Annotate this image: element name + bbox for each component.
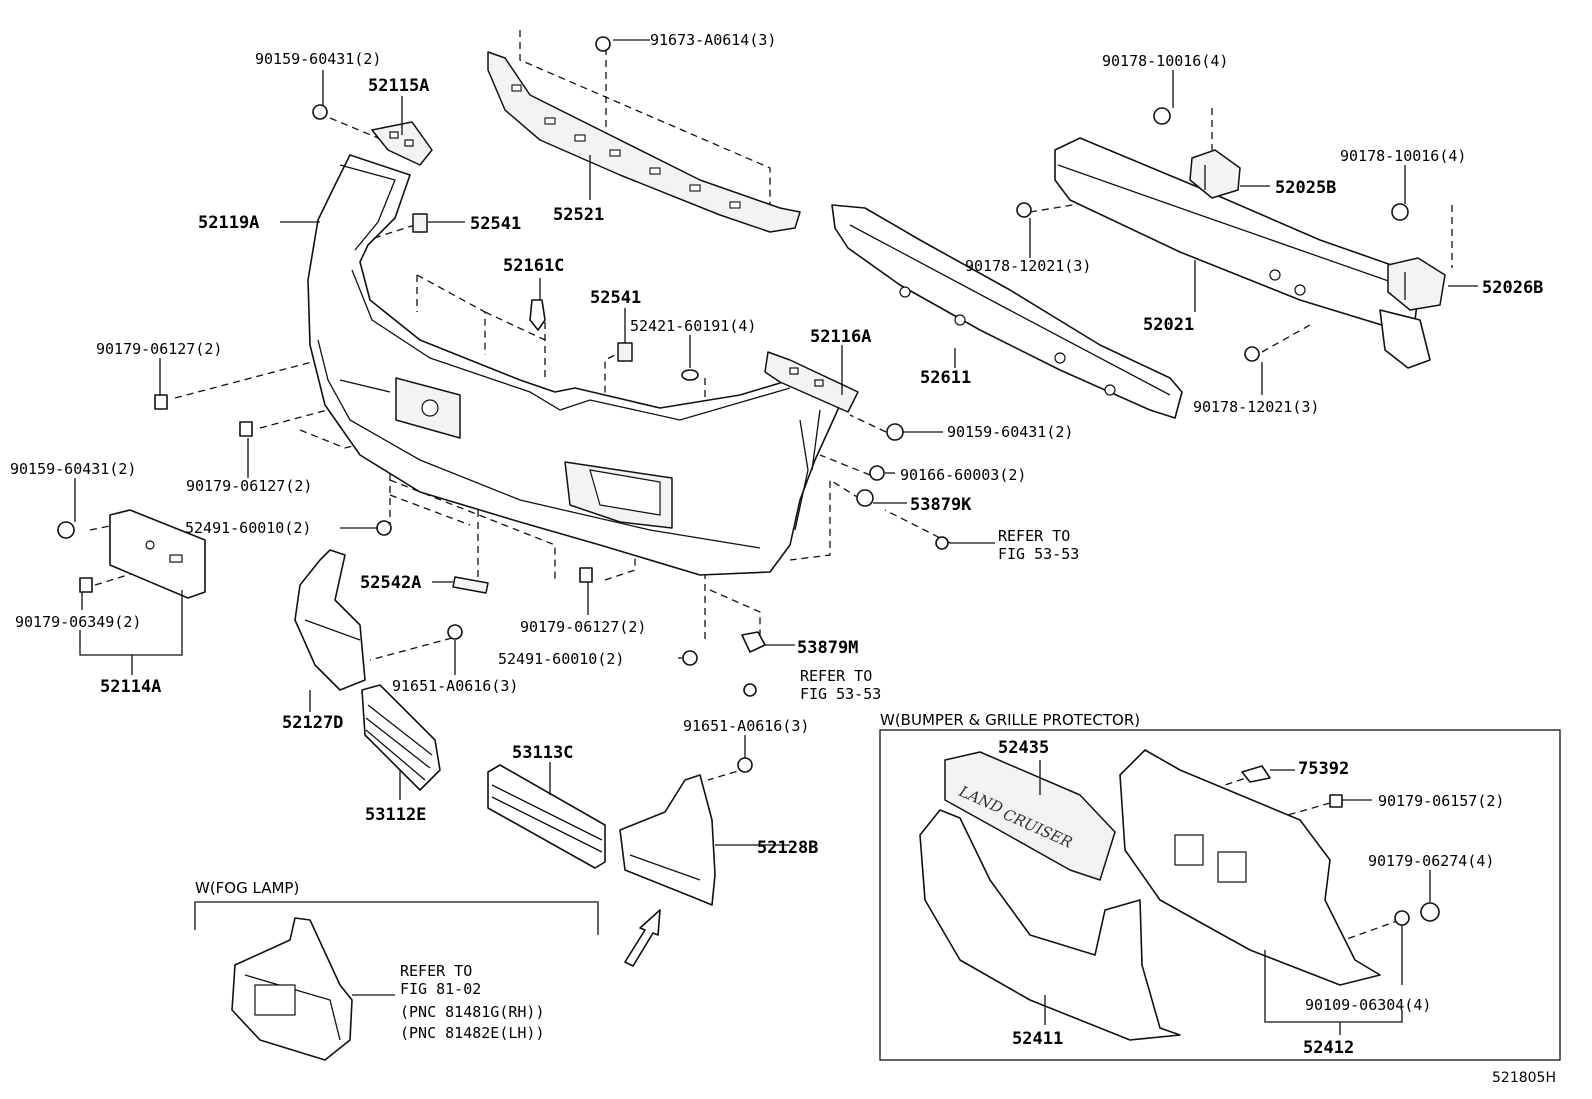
- section-protector: W(BUMPER & GRILLE PROTECTOR): [880, 711, 1140, 729]
- label-53879k: 53879K: [910, 495, 972, 515]
- direction-arrow: [624, 909, 661, 967]
- label-52542a: 52542A: [360, 573, 421, 593]
- label-90179-06127-c: 90179-06127(2): [520, 618, 646, 636]
- label-52491-60010-b: 52491-60010(2): [498, 650, 624, 668]
- label-52026b: 52026B: [1482, 278, 1543, 298]
- label-90159-60431-c: 90159-60431(2): [10, 460, 136, 478]
- fig-81-02: FIG 81-02: [400, 980, 481, 998]
- absorber-52611: [831, 204, 1183, 419]
- label-53879m: 53879M: [797, 638, 858, 658]
- bumper-cover-52119a: [307, 154, 841, 576]
- bracket-52025b: [1189, 149, 1241, 199]
- label-75392: 75392: [1298, 759, 1349, 779]
- label-52115a: 52115A: [368, 76, 429, 96]
- label-90179-06349: 90179-06349(2): [15, 613, 141, 631]
- grille-53112e: [361, 684, 441, 791]
- fig-53-53-2: FIG 53-53: [800, 685, 881, 703]
- label-90166-60003: 90166-60003(2): [900, 466, 1026, 484]
- label-52411: 52411: [1012, 1029, 1063, 1049]
- part-number-labels: 90159-60431(2) 52115A 91673-A0614(3) 901…: [10, 31, 1543, 1058]
- figure-code: 521805H: [1492, 1070, 1556, 1086]
- leader-lines: [74, 39, 1478, 1035]
- strip-52542a: [452, 576, 489, 594]
- protector-section: [879, 729, 1561, 1061]
- retainer-52521: [487, 51, 801, 233]
- label-90159-60431-b: 90159-60431(2): [947, 423, 1073, 441]
- label-52541-a: 52541: [470, 214, 521, 234]
- label-52541-b: 52541: [590, 288, 641, 308]
- reference-notes: REFER TO FIG 53-53 REFER TO FIG 53-53 RE…: [400, 527, 1079, 1042]
- grille-53113c: [487, 764, 606, 869]
- label-90178-10016-b: 90178-10016(4): [1340, 147, 1466, 165]
- label-90159-60431-a: 90159-60431(2): [255, 50, 381, 68]
- label-52127d: 52127D: [282, 713, 343, 733]
- label-52116a: 52116A: [810, 327, 871, 347]
- reinforcement-52021: [1054, 137, 1431, 369]
- license-bracket-52114a: [109, 509, 206, 599]
- label-90179-06157: 90179-06157(2): [1378, 792, 1504, 810]
- label-52161c: 52161C: [503, 256, 564, 276]
- bracket-52115a: [371, 121, 433, 166]
- fasteners: [57, 36, 1440, 926]
- refer-to-3: REFER TO: [400, 962, 472, 980]
- section-fog-lamp: W(FOG LAMP): [195, 879, 299, 897]
- label-52412: 52412: [1303, 1038, 1354, 1058]
- label-90178-10016-a: 90178-10016(4): [1102, 52, 1228, 70]
- label-52021: 52021: [1143, 315, 1194, 335]
- label-52521: 52521: [553, 205, 604, 225]
- label-90179-06127-b: 90179-06127(2): [186, 477, 312, 495]
- label-52435: 52435: [998, 738, 1049, 758]
- pad-52541-a: [412, 213, 428, 233]
- label-90179-06274: 90179-06274(4): [1368, 852, 1494, 870]
- bracket-52026b: [1387, 257, 1446, 311]
- pnc-lh: (PNC 81482E(LH)): [400, 1024, 545, 1042]
- label-52128b: 52128B: [757, 838, 818, 858]
- label-52421-60191: 52421-60191(4): [630, 317, 756, 335]
- label-90178-12021-a: 90178-12021(3): [965, 257, 1091, 275]
- label-53112e: 53112E: [365, 805, 426, 825]
- bracket-52128b: [619, 774, 716, 906]
- label-90109-06304: 90109-06304(4): [1305, 996, 1431, 1014]
- pnc-rh: (PNC 81481G(RH)): [400, 1003, 545, 1021]
- label-53113c: 53113C: [512, 743, 573, 763]
- bracket-52116a: [764, 351, 859, 413]
- fog-lamp-section: [194, 901, 599, 1061]
- label-90178-12021-b: 90178-12021(3): [1193, 398, 1319, 416]
- label-91651-a0616-a: 91651-A0616(3): [392, 677, 518, 695]
- pad-52541-b: [617, 342, 633, 362]
- label-52491-60010-a: 52491-60010(2): [185, 519, 311, 537]
- label-52119a: 52119A: [198, 213, 259, 233]
- refer-to-2: REFER TO: [800, 667, 872, 685]
- fig-53-53-1: FIG 53-53: [998, 545, 1079, 563]
- label-52114a: 52114A: [100, 677, 161, 697]
- bracket-52127d: [294, 549, 366, 691]
- label-90179-06127-a: 90179-06127(2): [96, 340, 222, 358]
- bolt-icon: [312, 104, 328, 120]
- label-91673-a0614: 91673-A0614(3): [650, 31, 776, 49]
- label-52025b: 52025B: [1275, 178, 1336, 198]
- label-91651-a0616-b: 91651-A0616(3): [683, 717, 809, 735]
- label-52611: 52611: [920, 368, 971, 388]
- refer-to-1: REFER TO: [998, 527, 1070, 545]
